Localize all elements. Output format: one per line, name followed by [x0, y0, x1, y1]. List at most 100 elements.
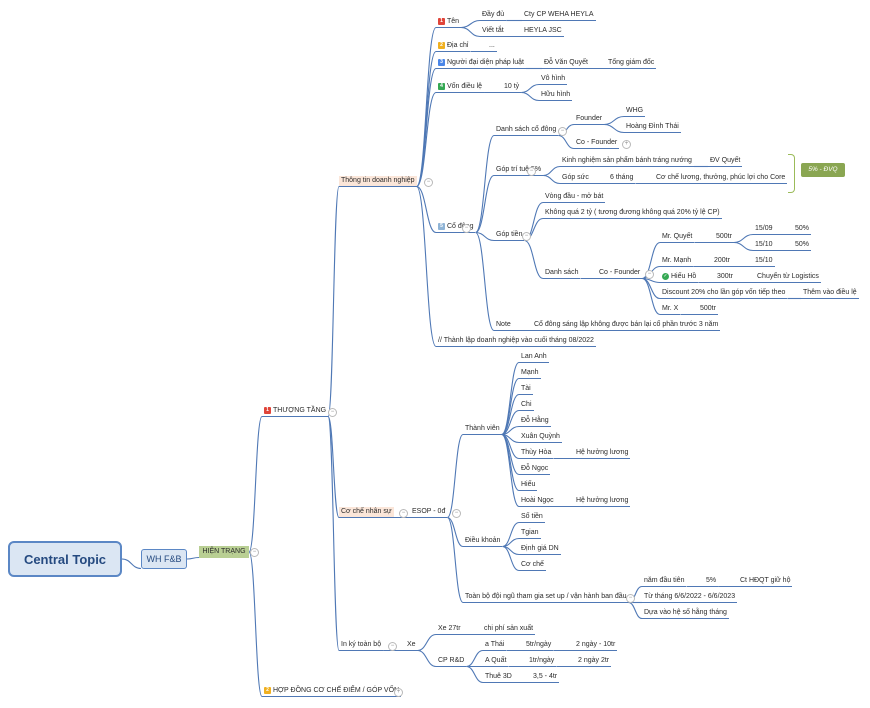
- node-chi-phi-san-xuat[interactable]: chi phí sản xuất: [482, 624, 536, 635]
- node-date-1510-a[interactable]: 15/10: [753, 240, 775, 251]
- member-he-luong-1[interactable]: Hệ hưởng lương: [574, 448, 631, 459]
- member-chi[interactable]: Chi: [519, 400, 534, 411]
- node-whg[interactable]: WHG: [624, 106, 646, 117]
- collapse-toggle[interactable]: −: [250, 548, 259, 557]
- node-a-quat-rate[interactable]: 1tr/ngày: [527, 656, 557, 667]
- node-tong-giam-doc[interactable]: Tổng giám đốc: [606, 58, 657, 69]
- node-dieu-khoan[interactable]: Điều khoản: [463, 536, 503, 547]
- node-a-quat-total[interactable]: 2 ngày 2tr: [576, 656, 612, 667]
- node-hieu-ho[interactable]: ✓Hiếu Hồ: [660, 272, 699, 283]
- member-thuy-hoa[interactable]: Thùy Hòa: [519, 448, 554, 459]
- node-xe-27tr[interactable]: Xe 27tr: [436, 624, 463, 635]
- collapse-toggle[interactable]: −: [328, 408, 337, 417]
- term-so-tien[interactable]: Số tiền: [519, 512, 545, 523]
- node-pct-50-a[interactable]: 50%: [793, 224, 812, 235]
- member-hoai-ngoc[interactable]: Hoài Ngọc: [519, 496, 556, 507]
- topic-in-ky-toan-bo[interactable]: In ký toàn bộ: [339, 640, 384, 651]
- member-do-hang[interactable]: Đỗ Hằng: [519, 416, 551, 427]
- member-xuan-quynh[interactable]: Xuân Quỳnh: [519, 432, 562, 443]
- summary-5pct-dvq[interactable]: 5% - ĐVQ: [801, 163, 845, 177]
- node-founder[interactable]: Founder: [574, 114, 605, 125]
- node-toan-bo-doi-ngu[interactable]: Toàn bộ đội ngũ tham gia set up / vận hà…: [463, 592, 629, 603]
- node-gop-suc[interactable]: Góp sức: [560, 173, 591, 184]
- node-gop-tri-tue[interactable]: Góp trí tuệ 5%: [494, 165, 544, 176]
- expand-toggle[interactable]: +: [622, 140, 631, 149]
- node-mr-quyet[interactable]: Mr. Quyết: [660, 232, 695, 243]
- topic-co-che-nhan-su[interactable]: Cơ chế nhân sự: [339, 507, 394, 518]
- term-tgian[interactable]: Tgian: [519, 528, 541, 539]
- node-esop[interactable]: ESOP - 0đ: [410, 507, 448, 518]
- node-date-1509[interactable]: 15/09: [753, 224, 775, 235]
- topic-thong-tin-doanh-nghiep[interactable]: Thông tin doanh nghiệp: [339, 176, 417, 187]
- collapse-toggle[interactable]: −: [388, 642, 397, 651]
- node-hieu-300tr[interactable]: 300tr: [715, 272, 735, 283]
- node-tu-thang[interactable]: Từ tháng 6/6/2022 - 6/6/2023: [642, 592, 738, 603]
- expand-toggle[interactable]: +: [394, 688, 403, 697]
- node-6-thang[interactable]: 6 tháng: [608, 173, 636, 184]
- node-danh-sach-co-dong[interactable]: Danh sách cổ đông: [494, 125, 559, 136]
- node-pct-50-b[interactable]: 50%: [793, 240, 812, 251]
- node-khong-qua-2-ty[interactable]: Không quá 2 tỷ ( tương đương không quá 2…: [543, 208, 722, 219]
- collapse-toggle[interactable]: −: [462, 224, 471, 233]
- collapse-toggle[interactable]: −: [626, 594, 635, 603]
- node-dua-vao[interactable]: Dựa vào hệ số hằng tháng: [642, 608, 729, 619]
- node-mr-x[interactable]: Mr. X: [660, 304, 681, 315]
- node-viet-tat[interactable]: Viết tắt: [480, 26, 506, 37]
- collapse-toggle[interactable]: −: [424, 178, 433, 187]
- collapse-toggle[interactable]: −: [452, 509, 461, 518]
- node-thue-3d-value[interactable]: 3,5 - 4tr: [531, 672, 560, 683]
- node-a-quat[interactable]: A Quất: [483, 656, 509, 667]
- node-vo-hinh[interactable]: Vô hình: [539, 74, 568, 85]
- node-co-founder-2[interactable]: Co - Founder: [597, 268, 643, 279]
- node-co-che-luong[interactable]: Cơ chế lương, thưởng, phúc lợi cho Core: [654, 173, 788, 184]
- node-note-value[interactable]: Cổ đông sáng lập không được bán lại cổ p…: [532, 320, 721, 331]
- topic-wh-fnb[interactable]: WH F&B: [141, 549, 187, 569]
- node-dia-chi-value[interactable]: ...: [487, 41, 497, 52]
- node-thue-3d[interactable]: Thuê 3D: [483, 672, 514, 683]
- member-lan-anh[interactable]: Lan Anh: [519, 352, 549, 363]
- member-tai[interactable]: Tài: [519, 384, 533, 395]
- node-danh-sach[interactable]: Danh sách: [543, 268, 581, 279]
- node-do-van-quyet[interactable]: Đỗ Văn Quyết: [542, 58, 590, 69]
- node-ct-hdqt[interactable]: Ct HĐQT giữ hộ: [738, 576, 793, 587]
- node-nam-dau-tien[interactable]: năm đầu tiên: [642, 576, 687, 587]
- node-thanh-lap[interactable]: // Thành lập doanh nghiệp vào cuối tháng…: [436, 336, 596, 347]
- central-topic[interactable]: Central Topic: [8, 541, 122, 577]
- node-dv-quyet[interactable]: ĐV Quyết: [708, 156, 743, 167]
- member-manh[interactable]: Mạnh: [519, 368, 541, 379]
- collapse-toggle[interactable]: −: [399, 509, 408, 518]
- term-dinh-gia[interactable]: Định giá DN: [519, 544, 561, 555]
- node-a-thai[interactable]: a Thái: [483, 640, 507, 651]
- node-gop-tien[interactable]: Góp tiền: [494, 230, 525, 241]
- member-do-ngoc[interactable]: Đỗ Ngọc: [519, 464, 551, 475]
- node-a-thai-total[interactable]: 2 ngày - 10tr: [574, 640, 618, 651]
- node-hoang-dinh-thai[interactable]: Hoàng Đình Thái: [624, 122, 681, 133]
- node-viet-tat-value[interactable]: HEYLA JSC: [522, 26, 564, 37]
- collapse-toggle[interactable]: −: [558, 127, 567, 136]
- node-mr-manh[interactable]: Mr. Mạnh: [660, 256, 694, 267]
- node-chuyen-logistics[interactable]: Chuyển từ Logistics: [755, 272, 821, 283]
- term-co-che[interactable]: Cơ chế: [519, 560, 546, 571]
- node-kinh-nghiem[interactable]: Kinh nghiệm sản phẩm bánh tráng nướng: [560, 156, 694, 167]
- node-10-ty[interactable]: 10 tỷ: [502, 82, 522, 93]
- node-mrx-500tr[interactable]: 500tr: [698, 304, 718, 315]
- node-a-thai-rate[interactable]: 5tr/ngày: [524, 640, 554, 651]
- collapse-toggle[interactable]: −: [527, 167, 536, 176]
- node-note[interactable]: Note: [494, 320, 513, 331]
- node-manh-200tr[interactable]: 200tr: [712, 256, 732, 267]
- node-discount-20[interactable]: Discount 20% cho lần góp vốn tiếp theo: [660, 288, 788, 299]
- node-pct-5[interactable]: 5%: [704, 576, 719, 587]
- node-cp-rnd[interactable]: CP R&D: [436, 656, 467, 667]
- node-co-founder-1[interactable]: Co - Founder: [574, 138, 620, 149]
- collapse-toggle[interactable]: −: [522, 232, 531, 241]
- node-vong-dau[interactable]: Vòng đầu - mở bát: [543, 192, 606, 203]
- node-day-du-value[interactable]: Cty CP WEHA HEYLA: [522, 10, 596, 21]
- node-xe[interactable]: Xe: [405, 640, 418, 651]
- node-them-vao-dieu-le[interactable]: Thêm vào điều lệ: [801, 288, 859, 299]
